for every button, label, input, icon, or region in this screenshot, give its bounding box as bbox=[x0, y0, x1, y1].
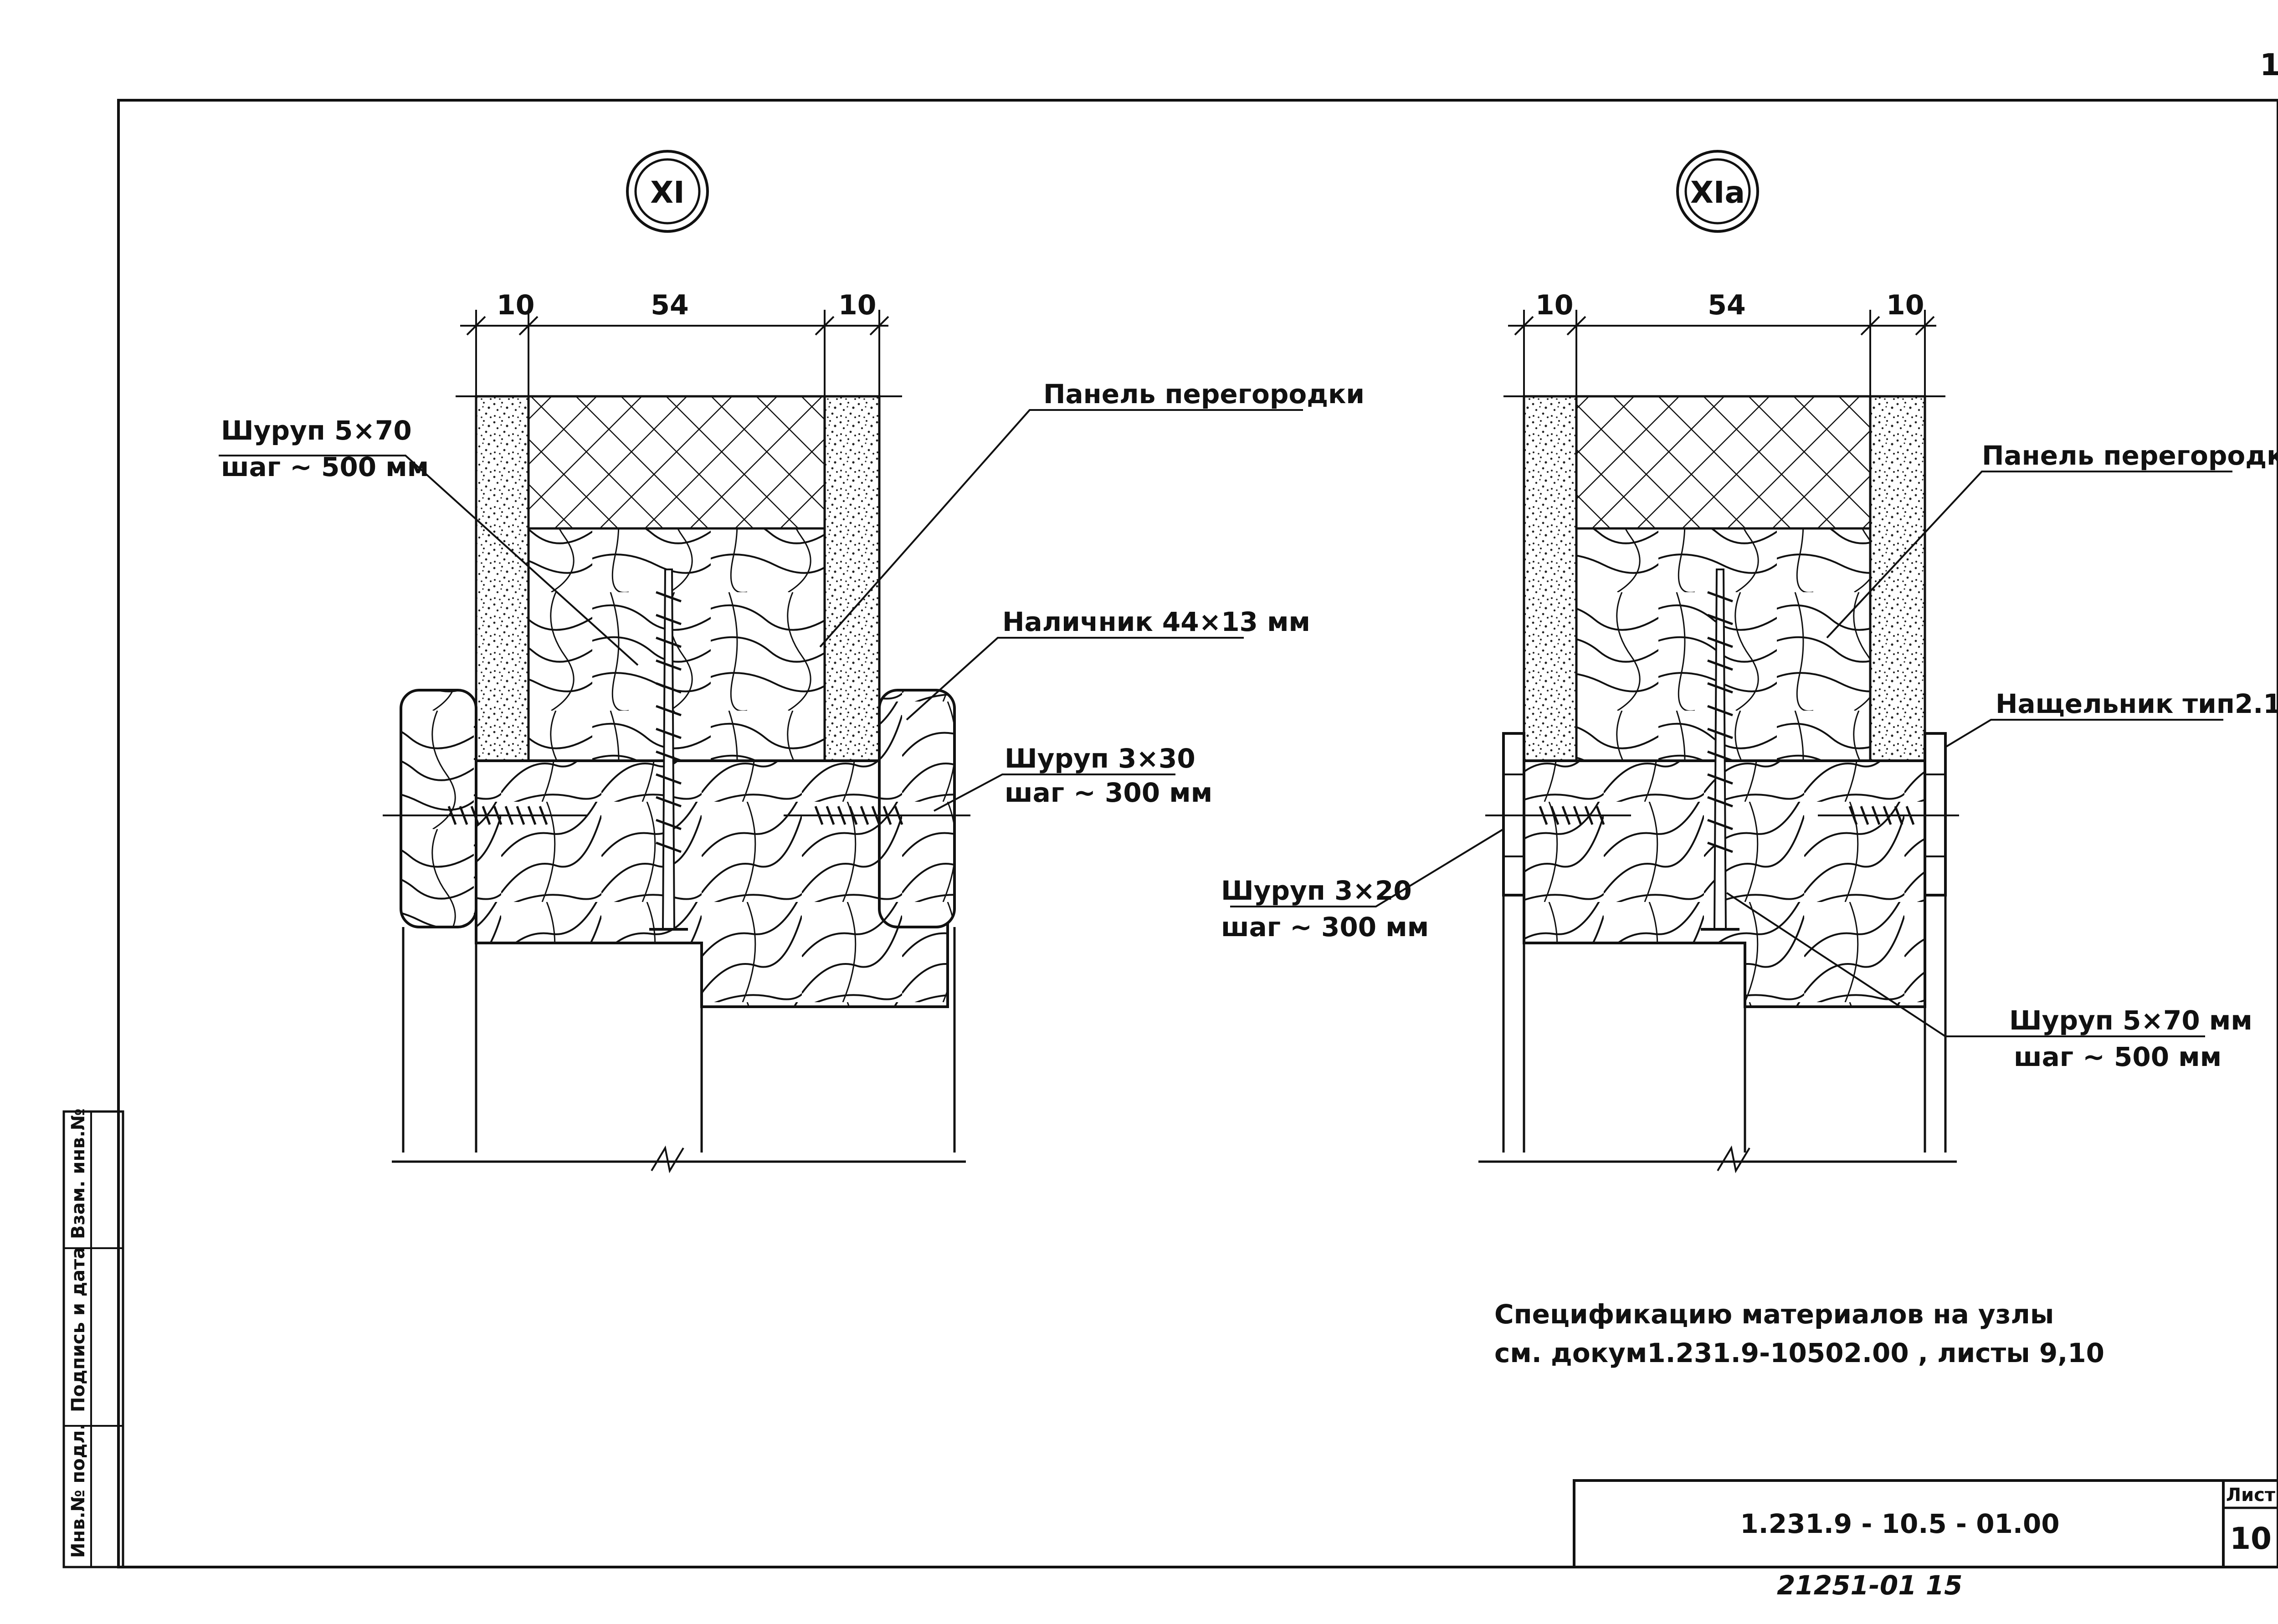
insulation-fill bbox=[527, 395, 826, 530]
screw-3x30-left bbox=[383, 806, 588, 825]
sheet-label: Лист bbox=[2226, 1485, 2276, 1506]
trim-left bbox=[400, 689, 477, 928]
dim-left: 10 bbox=[497, 289, 535, 321]
dim-middle: 54 bbox=[651, 289, 689, 321]
plaster-layer-right bbox=[823, 395, 881, 762]
doc-code: 1.231.9 - 10.5 - 01.00 bbox=[1740, 1508, 2059, 1539]
plaster-layer-right bbox=[1869, 395, 1926, 762]
screw-3x20-right bbox=[1818, 806, 1959, 825]
dim-left: 10 bbox=[1535, 289, 1574, 321]
title-block: 1.231.9 - 10.5 - 01.00 Лист 10 bbox=[1573, 1479, 2278, 1568]
label-screw-main-step: шаг ~ 500 мм bbox=[2014, 1041, 2222, 1072]
cover-strip-right bbox=[1924, 732, 1947, 897]
screw-5x70 bbox=[1701, 569, 1739, 931]
stamp-col-1: Инв.№ подл. bbox=[68, 1423, 89, 1558]
label-panel: Панель перегородки bbox=[1982, 440, 2278, 471]
label-screw-main-step: шаг ~ 500 мм bbox=[221, 451, 429, 482]
label-screw-main-title: Шуруп 5×70 мм bbox=[2009, 1005, 2252, 1036]
label-screw-side-title: Шуруп 3×30 bbox=[1005, 743, 1195, 774]
sheet-number: 14 bbox=[2260, 47, 2278, 82]
wood-base bbox=[475, 759, 949, 1008]
specification-note: Спецификацию материалов на узлы см. доку… bbox=[1494, 1299, 2104, 1368]
node-mark-circle bbox=[1676, 150, 1759, 233]
note-line-1: Спецификацию материалов на узлы bbox=[1494, 1299, 2054, 1330]
side-stamp: Инв.№ подл. Подпись и дата Взам. инв.№ bbox=[62, 1108, 124, 1568]
node-mark-circle bbox=[626, 150, 709, 233]
plaster-layer-left bbox=[475, 395, 530, 762]
label-panel: Панель перегородки bbox=[1043, 379, 1365, 410]
label-screw-side-step: шаг ~ 300 мм bbox=[1221, 912, 1429, 943]
node-xia: XIa 10 54 10 bbox=[1221, 150, 2278, 1173]
stamp-col-2: Подпись и дата bbox=[68, 1247, 89, 1412]
label-screw-side-step: шаг ~ 300 мм bbox=[1005, 777, 1212, 808]
trim-right bbox=[878, 689, 956, 928]
note-line-2: см. докум1.231.9-10502.00 , листы 9,10 bbox=[1494, 1337, 2104, 1368]
plaster-layer-left bbox=[1523, 395, 1578, 762]
node-mark: XI bbox=[650, 175, 684, 210]
dim-right: 10 bbox=[1886, 289, 1924, 321]
label-screw-main-title: Шуруп 5×70 bbox=[221, 415, 412, 446]
screw-3x20-left bbox=[1485, 806, 1631, 825]
label-strip: Нащельник тип2.10.1 bbox=[1996, 688, 2278, 719]
insulation-fill bbox=[1575, 395, 1872, 530]
label-trim: Наличник 44×13 мм bbox=[1002, 606, 1310, 637]
dim-right: 10 bbox=[838, 289, 877, 321]
footer-code: 21251-01 15 bbox=[1777, 1570, 1962, 1601]
screw-3x30-right bbox=[784, 806, 970, 825]
node-mark: XIa bbox=[1690, 175, 1745, 210]
drawing-frame bbox=[117, 99, 2278, 1568]
cover-strip-left bbox=[1502, 732, 1525, 897]
screw-5x70 bbox=[649, 569, 688, 931]
dim-middle: 54 bbox=[1708, 289, 1746, 321]
node-xi: XI 10 54 10 bbox=[219, 150, 1365, 1173]
stamp-col-3: Взам. инв.№ bbox=[68, 1108, 89, 1239]
sheet-value: 10 bbox=[2230, 1521, 2272, 1556]
label-screw-side-title: Шуруп 3×20 bbox=[1221, 875, 1412, 906]
